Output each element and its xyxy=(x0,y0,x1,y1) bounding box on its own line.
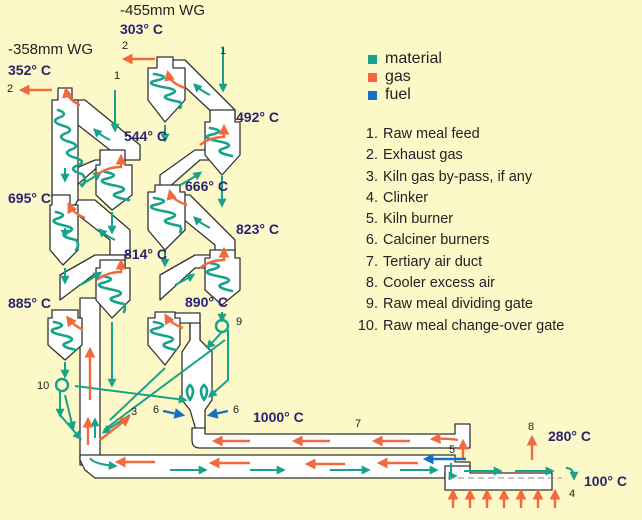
key-number: 3. xyxy=(365,168,378,185)
key-label: Exhaust gas xyxy=(383,147,463,164)
temp-left-exhaust: 352° C xyxy=(8,62,51,78)
callout-1-left: 1 xyxy=(114,70,121,82)
legend-item-fuel: fuel xyxy=(368,86,411,104)
legend-item-gas: gas xyxy=(368,68,411,86)
material-swatch-icon xyxy=(368,54,377,64)
key-item: 6. Calciner burners xyxy=(356,230,564,251)
legend-item-material: material xyxy=(368,50,442,68)
fuel-flow-arrows xyxy=(162,408,466,465)
key-number: 7. xyxy=(365,253,378,270)
key-item: 9. Raw meal dividing gate xyxy=(356,294,564,315)
temp-kiln-inlet: 1000° C xyxy=(253,409,304,425)
key-item: 2. Exhaust gas xyxy=(356,145,564,166)
gas-swatch-icon xyxy=(368,72,377,82)
temp-right-stage4: 823° C xyxy=(236,221,279,237)
gate-9-icon xyxy=(214,318,230,334)
key-number: 5. xyxy=(365,211,378,228)
temp-left-stage4: 814° C xyxy=(124,246,167,262)
key-label: Clinker xyxy=(383,189,429,206)
temp-right-exhaust: 303° C xyxy=(120,21,163,37)
temp-right-stage2: 492° C xyxy=(236,109,279,125)
callout-10: 10 xyxy=(37,380,50,392)
callout-9: 9 xyxy=(236,316,243,328)
key-item: 10. Raw meal change-over gate xyxy=(356,316,565,337)
rotary-kiln xyxy=(79,454,471,479)
key-number: 8. xyxy=(365,275,378,292)
key-label: Raw meal feed xyxy=(383,126,480,142)
fuel-swatch-icon xyxy=(368,90,377,100)
callout-7: 7 xyxy=(355,418,362,430)
numbered-key: 1. Raw meal feed 2. Exhaust gas 3. Kiln gas… xyxy=(356,124,565,337)
cyclone-right-5 xyxy=(147,311,181,366)
legend-label: material xyxy=(385,50,442,67)
key-label: Kiln gas by-pass, if any xyxy=(383,168,533,185)
legend-label: fuel xyxy=(385,86,411,103)
callout-6-right: 6 xyxy=(233,404,240,416)
key-item: 4. Clinker xyxy=(356,188,564,209)
temp-right-stage3: 666° C xyxy=(185,178,228,194)
material-flow-arrows xyxy=(55,48,579,481)
key-item: 1. Raw meal feed xyxy=(356,124,564,145)
temp-left-stage3: 695° C xyxy=(8,190,51,206)
left-string-pressure: -358mm WG xyxy=(8,41,94,58)
key-number: 10. xyxy=(357,317,378,334)
material-swirls xyxy=(50,72,234,402)
temp-clinker-out: 100° C xyxy=(584,473,627,489)
key-label: Raw meal dividing gate xyxy=(383,296,533,313)
temp-left-stage2: 544° C xyxy=(124,128,167,144)
key-number: 1. xyxy=(365,126,378,142)
right-string-pressure: -455mm WG xyxy=(120,2,206,19)
key-number: 2. xyxy=(365,147,378,164)
callout-2-left: 2 xyxy=(7,83,14,95)
legend-label: gas xyxy=(385,68,411,85)
callout-1-right: 1 xyxy=(220,45,227,57)
callout-3: 3 xyxy=(131,406,138,418)
key-label: Cooler excess air xyxy=(383,275,496,292)
left-riser-3 xyxy=(74,199,131,256)
key-number: 4. xyxy=(365,189,378,206)
cyclone-right-3 xyxy=(147,184,186,251)
tertiary-air-duct xyxy=(191,423,471,449)
key-item: 7. Tertiary air duct xyxy=(356,252,564,273)
callout-4: 4 xyxy=(569,488,576,500)
temp-cooler-excess-air: 280° C xyxy=(548,428,591,444)
callout-8: 8 xyxy=(528,421,535,433)
callout-6-left: 6 xyxy=(153,404,160,416)
key-item: 3. Kiln gas by-pass, if any xyxy=(356,167,564,188)
gate-10-icon xyxy=(54,377,70,393)
key-label: Raw meal change-over gate xyxy=(383,317,565,334)
callout-2-right: 2 xyxy=(122,40,129,52)
key-number: 6. xyxy=(365,232,378,249)
callout-5: 5 xyxy=(449,444,456,456)
temp-left-stage5: 885° C xyxy=(8,295,51,311)
calciner-vessel xyxy=(181,322,213,431)
key-item: 5. Kiln burner xyxy=(356,209,564,230)
temp-right-stage5: 890° C xyxy=(185,294,228,310)
gas-flow-arrows xyxy=(18,53,561,508)
key-label: Tertiary air duct xyxy=(383,253,483,270)
key-item: 8. Cooler excess air xyxy=(356,273,564,294)
key-label: Kiln burner xyxy=(383,211,454,228)
key-label: Calciner burners xyxy=(383,232,490,249)
key-number: 9. xyxy=(365,296,378,313)
